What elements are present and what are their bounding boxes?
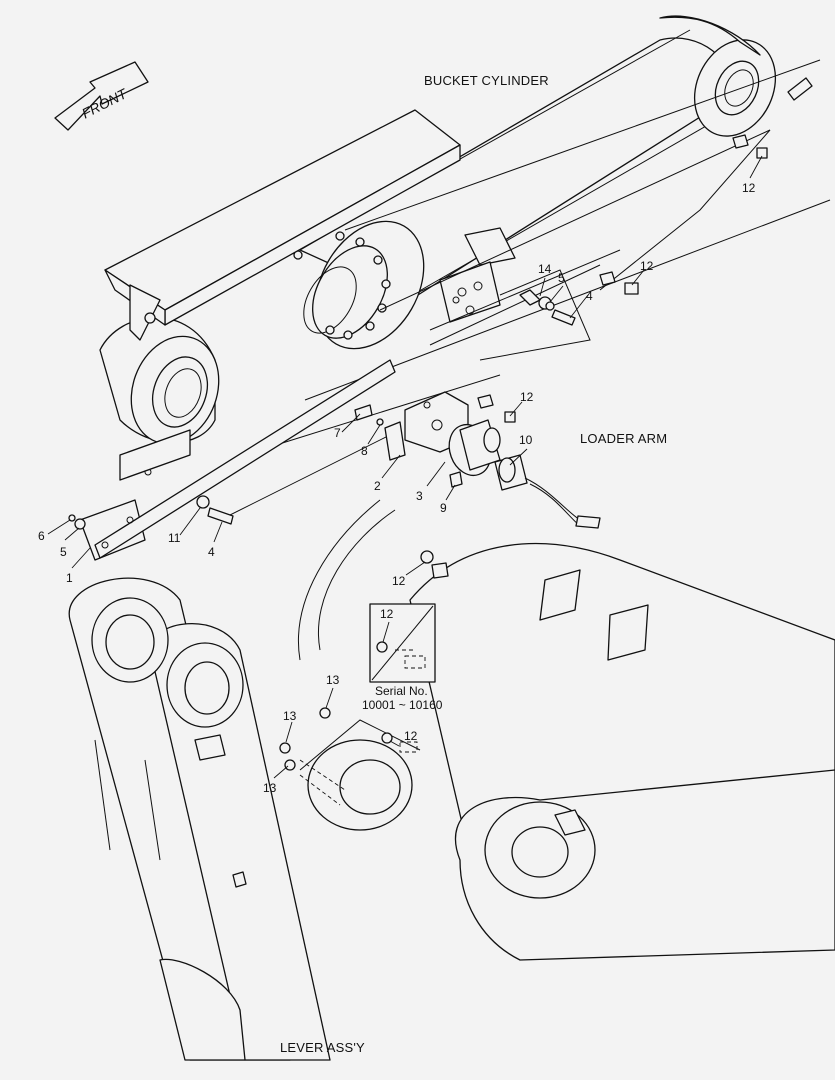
- callout-12: 12: [520, 390, 534, 404]
- front-arrow-icon: FRONT: [54, 61, 149, 131]
- callout-12: 12: [742, 181, 756, 195]
- callout-13: 13: [263, 781, 277, 795]
- callout-8: 8: [361, 444, 368, 458]
- lever-assy-label: LEVER ASS'Y: [280, 1040, 365, 1055]
- serial-detail-box: [369, 603, 436, 683]
- serial-title: Serial No.: [375, 684, 428, 698]
- callout-10: 10: [519, 433, 533, 447]
- callout-6: 6: [38, 529, 45, 543]
- callout-11: 11: [168, 531, 181, 545]
- callout-1: 1: [66, 571, 73, 585]
- callout-7: 7: [334, 426, 341, 440]
- cylinder-cover: [104, 109, 461, 341]
- callout-14: 14: [538, 262, 552, 276]
- callout-2: 2: [374, 479, 381, 493]
- lever-assy: [68, 577, 331, 1061]
- link-plate: [79, 359, 396, 561]
- callout-4: 4: [208, 545, 215, 559]
- callout-5: 5: [60, 545, 67, 559]
- callout-13: 13: [283, 709, 297, 723]
- bucket-cylinder-label: BUCKET CYLINDER: [424, 73, 549, 88]
- leader-lines: [47, 155, 763, 779]
- callout-12: 12: [380, 607, 394, 621]
- callout-5: 5: [558, 271, 565, 285]
- callout-12: 12: [404, 729, 418, 743]
- serial-range: 10001 ~ 10160: [362, 698, 443, 712]
- loader-arm-label: LOADER ARM: [580, 431, 667, 446]
- callout-3: 3: [416, 489, 423, 503]
- callout-4: 4: [586, 289, 593, 303]
- callout-12: 12: [640, 259, 654, 273]
- bucket-cylinder: [99, 15, 777, 445]
- loader-arm-pivot: [299, 543, 835, 961]
- callout-13: 13: [326, 673, 340, 687]
- callout-12: 12: [392, 574, 406, 588]
- sensor-assembly: [68, 134, 768, 771]
- callout-9: 9: [440, 501, 447, 515]
